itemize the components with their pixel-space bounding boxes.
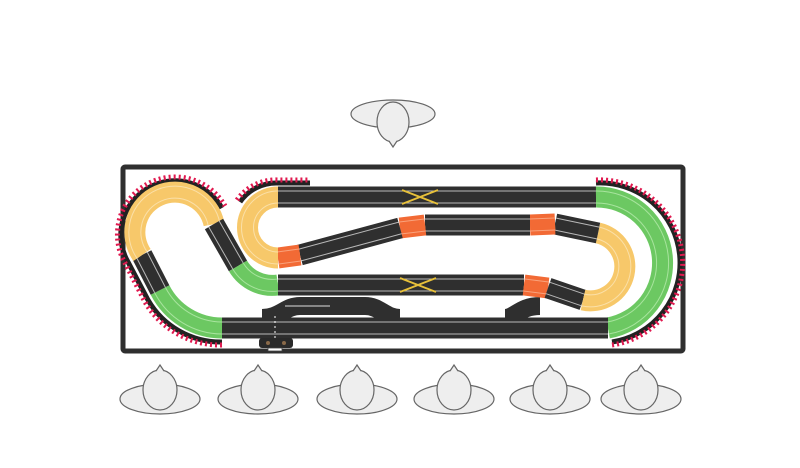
person-top-icon	[350, 99, 436, 149]
person-icon	[217, 363, 299, 415]
track-diagonal-center	[297, 217, 403, 266]
person-icon	[413, 363, 495, 415]
track-curve-inner-right-yellow	[580, 222, 636, 312]
crossing-middle	[399, 277, 437, 293]
track-curve-hairpin-yellow	[237, 186, 279, 269]
track-curve-right-green	[595, 186, 674, 339]
track-curve-orange-2	[529, 213, 556, 236]
track-curve-orange-3	[398, 214, 427, 239]
person-icon	[509, 363, 591, 415]
track-diagonal-left	[132, 250, 170, 295]
curbs	[114, 174, 686, 348]
crossing-top	[401, 189, 439, 205]
track-diagonal-inner	[204, 218, 248, 272]
person-icon	[119, 363, 201, 415]
person-icon	[600, 363, 682, 415]
track-curve-orange-1	[522, 274, 550, 299]
track-curve-top-left-yellow	[124, 181, 225, 261]
track-curve-bottom-left-green	[150, 284, 223, 339]
track	[124, 181, 674, 339]
track-diagonal-right	[544, 278, 587, 310]
spectators	[119, 363, 682, 415]
track-curve-inner-green	[229, 260, 280, 296]
track-diagonal-upper-right	[552, 213, 601, 244]
track-curve-orange-4	[276, 244, 302, 269]
person-icon	[316, 363, 398, 415]
power-base-icon	[259, 338, 293, 352]
